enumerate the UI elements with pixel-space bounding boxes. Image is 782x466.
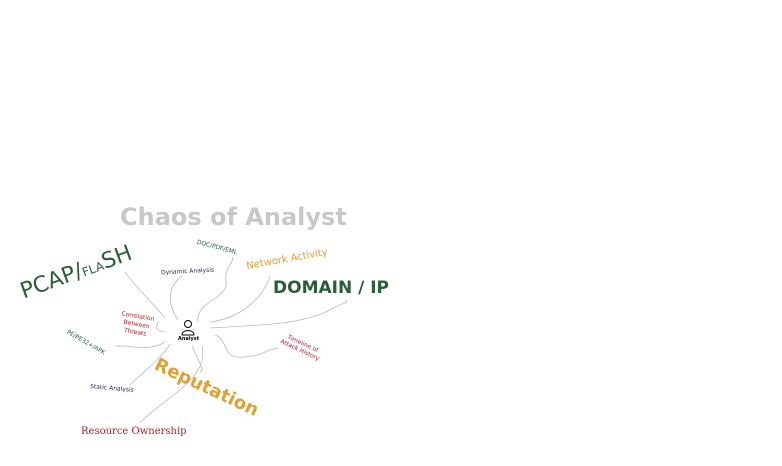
line-doc — [197, 256, 233, 323]
line-network — [209, 275, 271, 323]
analyst-label: Analyst — [178, 336, 200, 342]
line-dynamic — [169, 275, 183, 321]
node-domain-ip: DOMAIN / IP — [273, 278, 390, 298]
line-reputation — [191, 345, 203, 373]
line-pe — [114, 341, 166, 348]
analyst-node: Analyst — [178, 319, 200, 342]
line-static — [129, 343, 171, 386]
line-correlation — [156, 321, 166, 333]
line-resource — [139, 345, 204, 424]
line-pcap — [124, 271, 166, 319]
line-timeline — [214, 334, 279, 358]
diagram-title: Chaos of Analyst — [120, 203, 347, 231]
person-icon — [181, 320, 195, 336]
line-domain — [209, 299, 348, 329]
node-resource-ownership: Resource Ownership — [81, 426, 187, 437]
